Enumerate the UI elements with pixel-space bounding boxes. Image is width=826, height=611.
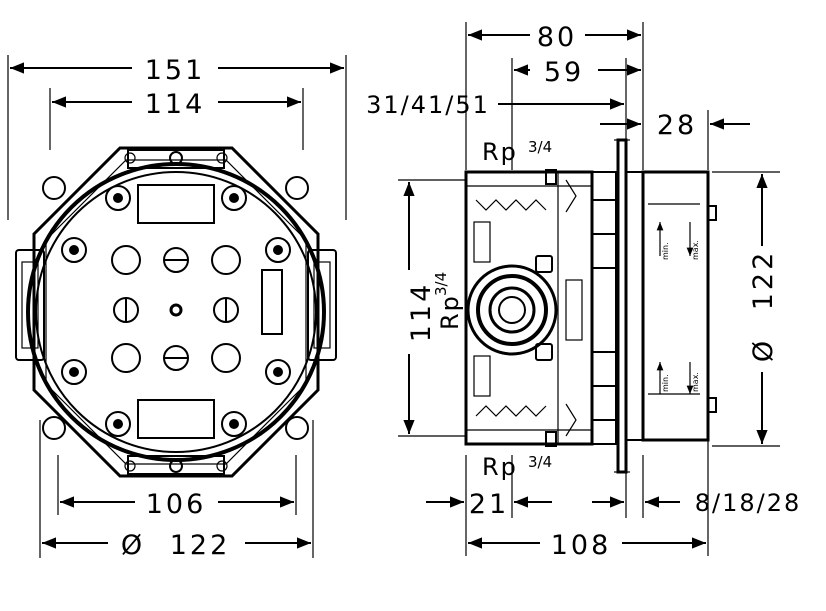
screw-hole bbox=[69, 245, 79, 255]
screw-boss bbox=[216, 460, 228, 472]
dim-151: 151 bbox=[145, 55, 206, 86]
port bbox=[111, 245, 141, 275]
rib-detail bbox=[565, 179, 577, 213]
dim-21: 21 bbox=[469, 489, 509, 520]
center-hole bbox=[169, 303, 183, 317]
scale-min-label: min. bbox=[661, 374, 670, 392]
scale-max-label: max. bbox=[691, 372, 700, 392]
central-port-thread bbox=[488, 286, 536, 334]
dim-8-18-28: 8/18/28 bbox=[695, 489, 802, 517]
screw-boss bbox=[124, 460, 136, 472]
housing-body bbox=[464, 170, 594, 446]
mount-ear bbox=[285, 176, 309, 200]
screw-boss bbox=[221, 185, 247, 211]
screw-boss bbox=[124, 152, 136, 164]
bracket-bottom bbox=[137, 399, 215, 439]
dim-106: 106 bbox=[146, 489, 207, 520]
housing-tab bbox=[545, 169, 557, 185]
screw-boss bbox=[169, 151, 183, 165]
housing-tab bbox=[545, 431, 557, 447]
mount-ear bbox=[42, 416, 66, 440]
thread-top-label: Rp bbox=[482, 138, 518, 166]
screw-hole bbox=[273, 367, 283, 377]
port-grid bbox=[111, 245, 241, 373]
screw-hole bbox=[229, 419, 239, 429]
mount-ear bbox=[285, 416, 309, 440]
diameter-symbol-vertical: Ø bbox=[748, 338, 779, 362]
dim-122-vertical: 122 bbox=[748, 250, 779, 311]
dim-108: 108 bbox=[551, 530, 612, 561]
thread-bottom-label: Rp bbox=[482, 453, 518, 481]
dim-114: 114 bbox=[145, 89, 206, 120]
screw-boss bbox=[61, 237, 87, 263]
dim-rp-fraction-vertical: 3/4 bbox=[432, 272, 450, 296]
screw-boss bbox=[216, 152, 228, 164]
rib-section bbox=[591, 171, 617, 445]
port bbox=[211, 343, 241, 373]
screw-boss bbox=[105, 185, 131, 211]
screw-hole bbox=[113, 193, 123, 203]
bracket-right bbox=[261, 269, 283, 335]
dim-59: 59 bbox=[544, 57, 584, 88]
screw-hole bbox=[69, 367, 79, 377]
front-box bbox=[641, 170, 710, 442]
dim-rp-vertical: Rp bbox=[436, 294, 464, 330]
screw-boss bbox=[221, 411, 247, 437]
thread-top-fraction: 3/4 bbox=[528, 138, 552, 156]
scale-max-label: max. bbox=[691, 240, 700, 260]
housing-detail bbox=[473, 355, 491, 397]
housing-detail bbox=[475, 199, 547, 211]
diameter-symbol: Ø bbox=[121, 530, 145, 561]
front-view: 151 114 106 Ø 122 bbox=[7, 55, 347, 561]
screw-boss bbox=[265, 237, 291, 263]
rib-detail bbox=[565, 403, 577, 437]
scale-min-label: min. bbox=[661, 242, 670, 260]
dim-114-vertical: 114 bbox=[406, 282, 437, 343]
rib-detail bbox=[565, 279, 583, 341]
central-port-bore bbox=[498, 296, 526, 324]
housing-boss bbox=[535, 343, 553, 361]
screw-hole bbox=[229, 193, 239, 203]
screw-hole bbox=[113, 419, 123, 429]
side-view: 80 59 31/41/51 28 Rp 3/4 Rp 3/4 114 Rp 3… bbox=[366, 22, 802, 561]
central-port-outer bbox=[466, 264, 558, 356]
dim-80: 80 bbox=[537, 22, 577, 53]
lug-right bbox=[307, 249, 337, 361]
lug-left bbox=[15, 249, 45, 361]
housing-detail bbox=[473, 221, 491, 263]
clamp-bottom bbox=[127, 455, 225, 475]
front-box-tab bbox=[707, 397, 717, 413]
screw-boss bbox=[265, 359, 291, 385]
screw-hole bbox=[273, 245, 283, 255]
mounting-plate bbox=[616, 138, 628, 474]
dim-122: 122 bbox=[170, 530, 231, 561]
screw-bosses bbox=[61, 151, 291, 473]
clamp-top bbox=[127, 149, 225, 169]
octagon-body bbox=[32, 146, 320, 478]
port bbox=[211, 245, 241, 275]
lug-left-inner bbox=[21, 261, 39, 349]
screw-boss bbox=[61, 359, 87, 385]
housing-detail bbox=[475, 405, 547, 417]
bracket-top bbox=[137, 184, 215, 224]
mounting-ring-outer bbox=[26, 162, 326, 462]
housing-boss bbox=[535, 255, 553, 273]
screw-boss bbox=[105, 411, 131, 437]
port bbox=[111, 343, 141, 373]
mount-ear bbox=[42, 176, 66, 200]
dim-31-41-51: 31/41/51 bbox=[366, 91, 490, 119]
dim-28: 28 bbox=[657, 110, 697, 141]
central-port-ring bbox=[476, 274, 548, 346]
mounting-ring-inner bbox=[35, 171, 317, 453]
screw-boss bbox=[169, 459, 183, 473]
front-box-tab bbox=[707, 205, 717, 221]
lug-right-inner bbox=[313, 261, 331, 349]
thread-bottom-fraction: 3/4 bbox=[528, 453, 552, 471]
